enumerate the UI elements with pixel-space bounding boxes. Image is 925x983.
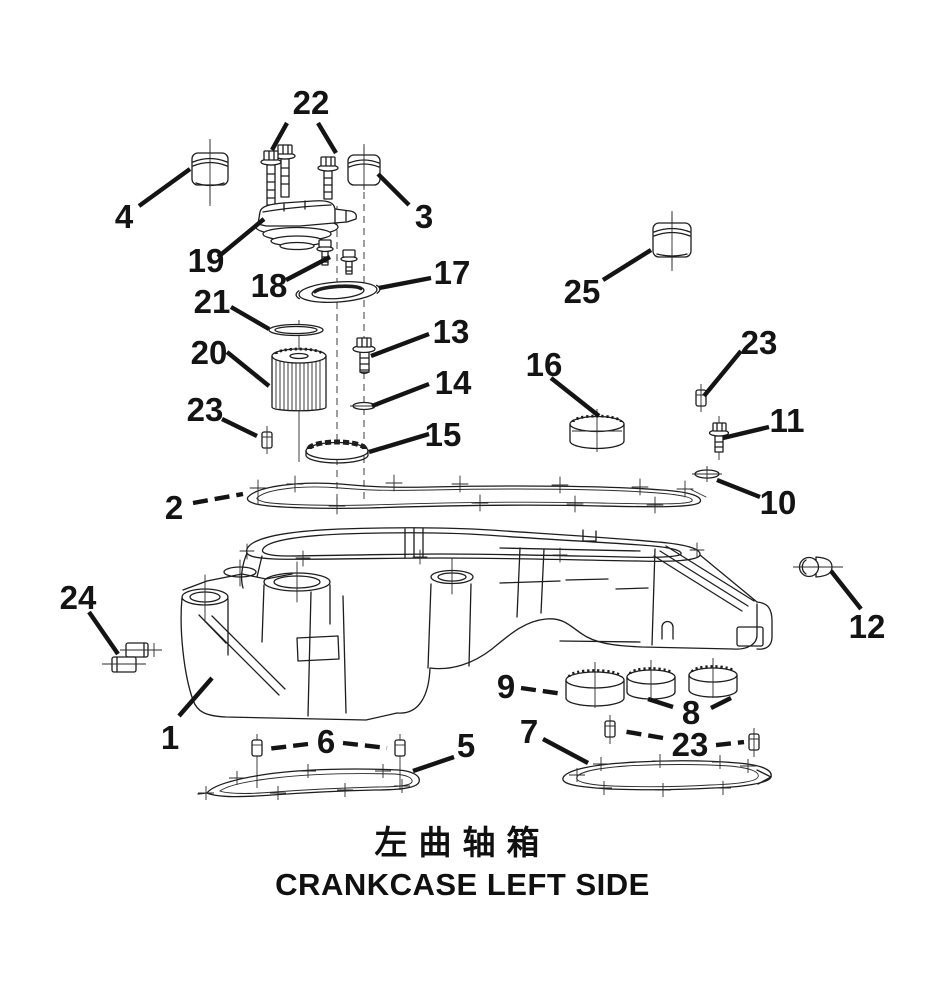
part-25-bushing [652,213,692,269]
part-2-cover-gasket [246,474,707,515]
part-12-plug [793,556,843,578]
leader-line-part-21 [229,305,271,331]
part-number-17: 17 [434,254,471,291]
leader-line-part-2 [192,491,244,506]
part-5-gasket [197,764,420,800]
leader-line-part-11 [722,424,770,441]
part-number-12: 12 [849,608,886,645]
part-10-washer [692,466,722,482]
leader-line-part-7 [541,737,590,765]
part-number-1: 1 [161,719,179,756]
part-19-filter-cover [255,200,357,251]
part-number-20: 20 [191,334,228,371]
bolt-icon [317,156,339,200]
part-3-bushing [347,146,381,188]
part-number-2: 2 [165,489,183,526]
leader-line-part-24 [87,610,120,656]
leader-line-part-13 [370,331,430,359]
part-6-dowel-pins [251,739,406,757]
part-number-3: 3 [415,198,433,235]
leader-line-part-23 [621,728,664,741]
part-22-flange-bolts [260,144,339,206]
part-number-22: 22 [293,84,330,121]
leader-line-part-25 [601,248,653,282]
part-number-13: 13 [433,313,470,350]
part-number-18: 18 [251,267,288,304]
leader-line-part-1 [177,676,214,718]
part-number-23: 23 [672,726,709,763]
leader-line-part-19 [216,217,266,259]
leader-line-part-16 [549,376,601,418]
part-13-flange-bolt [352,337,376,375]
leader-line-part-17 [378,275,432,291]
screw-icon [340,249,358,275]
part-8-bearings [626,658,738,700]
diagram-title-english: CRANKCASE LEFT SIDE [275,867,650,902]
part-number-24: 24 [60,579,97,616]
part-number-14: 14 [435,364,472,401]
part-number-19: 19 [188,242,225,279]
leader-line-part-18 [284,255,332,282]
part-number-9: 9 [497,668,515,705]
part-number-21: 21 [194,283,231,320]
leader-line-part-23 [221,417,258,438]
part-11-flange-bolt [708,416,730,460]
leader-line-part-22 [270,121,289,152]
pin-icon [394,739,406,757]
part-number-23: 23 [187,391,224,428]
pin-icon [748,728,760,757]
pin-icon [261,426,273,454]
pin-icon [695,384,707,412]
part-15-oil-seal [305,439,369,464]
leader-line-part-14 [371,381,430,409]
part-7-gasket [562,754,772,797]
part-number-10: 10 [760,484,797,521]
part-9-bearing [565,662,625,708]
part-4-bushing [191,141,229,204]
part-number-7: 7 [520,713,538,750]
part-number-23: 23 [741,324,778,361]
leader-line-part-23 [702,349,743,398]
part-number-11: 11 [770,402,805,439]
leader-line-part-4 [137,167,192,208]
leader-line-part-6 [342,740,388,751]
leader-line-part-15 [368,431,430,455]
pin-icon [251,739,263,757]
part-21-o-ring [268,323,324,337]
leader-line-part-23 [715,739,745,748]
leader-line-part-6 [266,741,309,752]
part-number-8: 8 [682,694,700,731]
leader-line-part-8 [647,696,674,710]
part-20-filter-element [271,347,327,412]
leader-line-part-22 [316,121,338,155]
leader-line-part-20 [225,350,271,388]
part-number-25: 25 [564,273,601,310]
leader-line-part-10 [716,477,761,500]
part-number-4: 4 [115,198,134,235]
bolt-icon [260,150,282,206]
part-24-screws [102,642,162,673]
part-number-6: 6 [317,723,335,760]
part-1-crankcase-body [180,527,773,721]
diagram-title-chinese: 左曲轴箱 [374,823,551,862]
bearing-icon [688,658,738,698]
leader-line-part-5 [412,754,455,774]
pin-icon [604,715,616,744]
leader-line-part-12 [829,569,863,611]
leader-line-part-9 [520,685,564,697]
part-number-16: 16 [526,346,563,383]
bolt-icon [274,144,296,198]
leader-line-part-8 [710,696,732,710]
part-23-dowel-pins [261,384,760,757]
leader-line-part-3 [376,172,411,207]
part-number-15: 15 [425,416,462,453]
part-number-5: 5 [457,727,475,764]
bearing-icon [626,660,676,700]
part-17-gasket-plate [295,281,381,303]
